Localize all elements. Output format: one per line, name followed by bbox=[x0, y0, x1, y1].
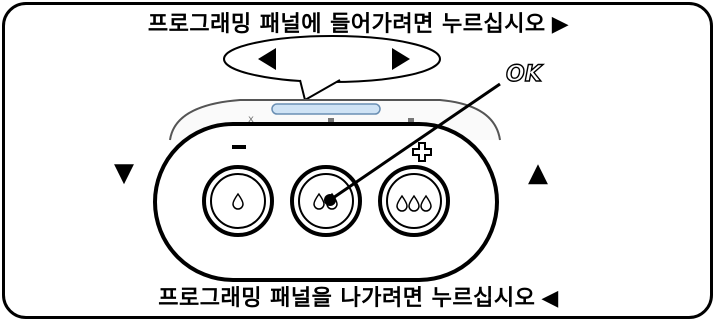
double-drop-icon bbox=[313, 192, 325, 210]
single-drop-icon bbox=[232, 192, 244, 210]
exit-arrow-icon: ◀ bbox=[541, 286, 559, 311]
housing-mark-center bbox=[328, 118, 334, 122]
minus-icon bbox=[232, 145, 246, 149]
ok-leader-line bbox=[329, 82, 501, 202]
housing-mark-left: x bbox=[248, 114, 254, 125]
indicator-light bbox=[271, 103, 381, 115]
housing-mark-right bbox=[408, 118, 414, 122]
button-triple-drop[interactable] bbox=[378, 165, 450, 237]
triple-drop-icon bbox=[396, 194, 408, 212]
exit-panel-caption: 프로그래밍 패널을 나가려면 누르십시오◀ bbox=[0, 280, 717, 312]
left-triangle-icon bbox=[258, 48, 276, 70]
enter-panel-text: 프로그래밍 패널에 들어가려면 누르십시오 bbox=[147, 12, 546, 37]
bubble-pointer bbox=[299, 79, 341, 102]
plus-icon bbox=[412, 142, 432, 162]
enter-arrow-icon: ▶ bbox=[551, 12, 570, 37]
up-arrow-icon: ▲ bbox=[528, 158, 548, 188]
down-arrow-icon: ▼ bbox=[114, 158, 134, 188]
ok-leader-dot bbox=[324, 194, 336, 206]
button-single-drop[interactable] bbox=[202, 165, 274, 237]
enter-panel-caption: 프로그래밍 패널에 들어가려면 누르십시오▶ bbox=[0, 6, 717, 38]
ok-label: OK bbox=[505, 61, 542, 87]
right-triangle-icon bbox=[392, 48, 410, 70]
exit-panel-text: 프로그래밍 패널을 나가려면 누르십시오 bbox=[158, 286, 536, 311]
